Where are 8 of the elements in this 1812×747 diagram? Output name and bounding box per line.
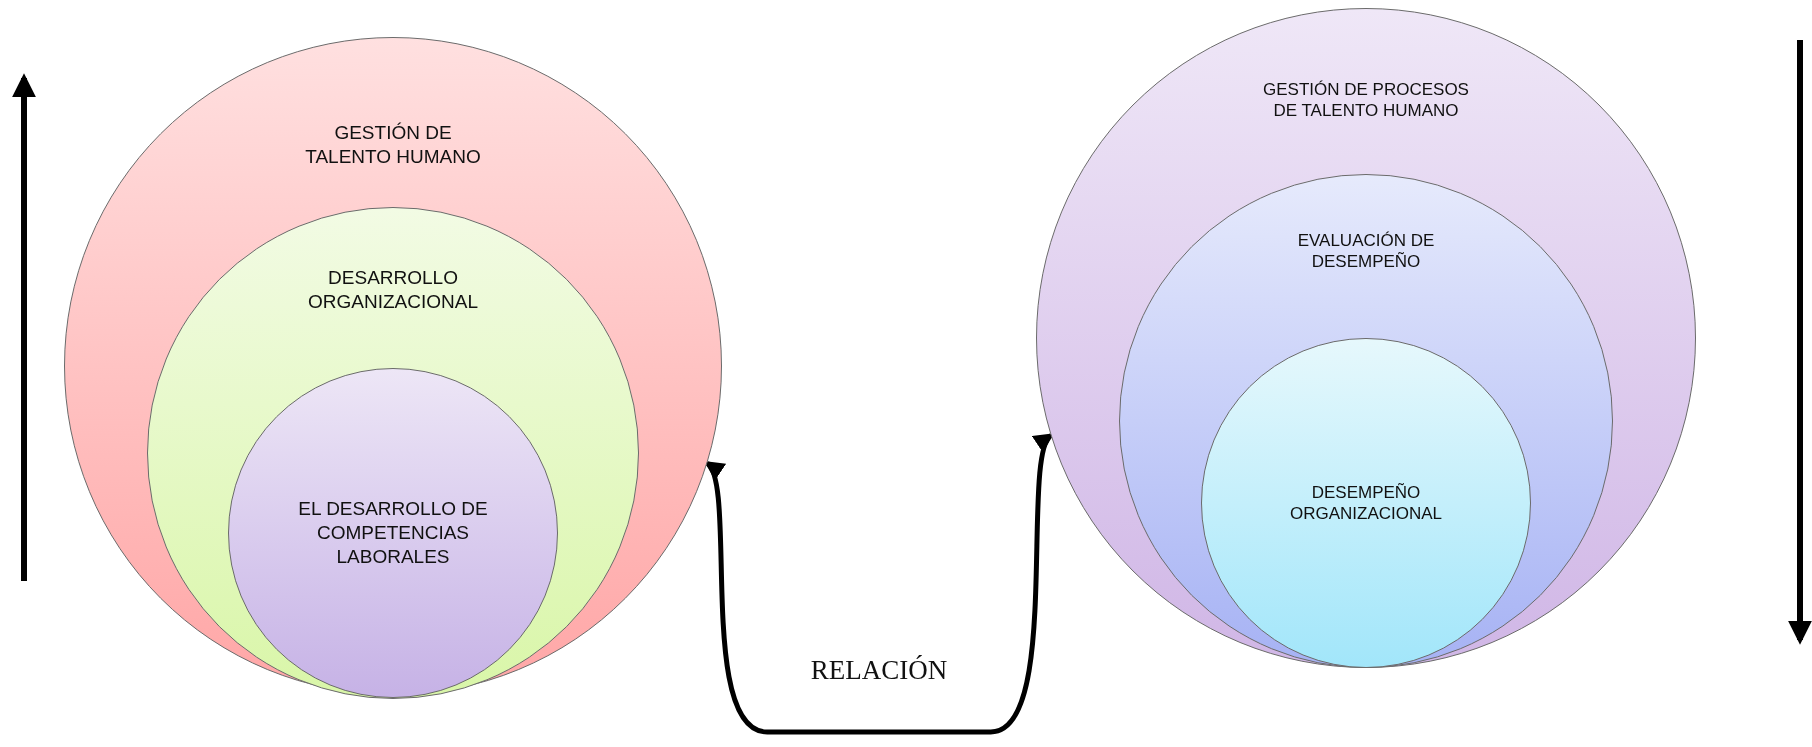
circle-label: DESEMPEÑO ORGANIZACIONAL <box>1288 481 1444 525</box>
circle-label: EL DESARROLLO DE COMPETENCIAS LABORALES <box>298 497 488 569</box>
edge-label: RELACIÓN <box>810 655 948 686</box>
circle-label: GESTIÓN DE PROCESOS DE TALENTO HUMANO <box>1262 79 1470 122</box>
double-arrow <box>705 432 1053 735</box>
circle-label: DESARROLLO ORGANIZACIONAL <box>307 266 479 314</box>
circle-label: EVALUACIÓN DE DESEMPEÑO <box>1296 230 1436 273</box>
circle-label: GESTIÓN DE TALENTO HUMANO <box>304 121 482 169</box>
